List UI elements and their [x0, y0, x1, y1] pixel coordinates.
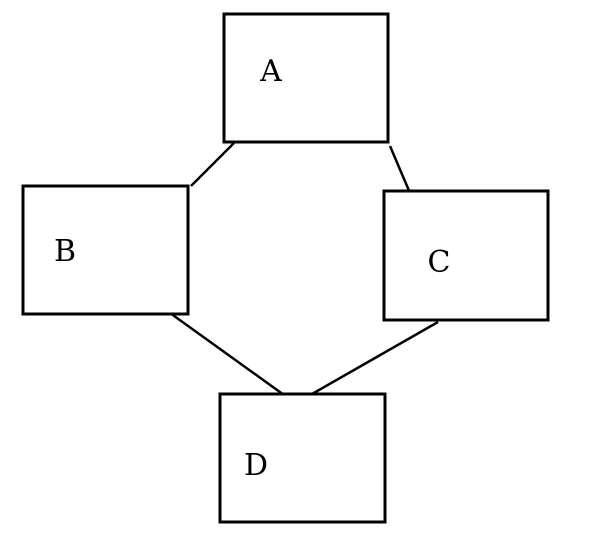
node-d-label: D [244, 448, 268, 483]
node-c-box [382, 189, 550, 322]
node-c: C [382, 189, 550, 322]
node-a-box [222, 12, 390, 144]
node-c-label: C [428, 245, 451, 280]
node-d: D [218, 392, 387, 524]
edge-a-c [388, 145, 412, 194]
edge-b-d [169, 311, 292, 402]
node-b: B [21, 184, 190, 316]
node-b-label: B [54, 234, 76, 269]
node-a: A [222, 12, 390, 144]
node-a-label: A [259, 54, 282, 89]
edge-c-d [304, 320, 439, 400]
node-d-box [218, 392, 387, 524]
edge-a-b [190, 142, 235, 187]
node-b-box [21, 184, 190, 316]
